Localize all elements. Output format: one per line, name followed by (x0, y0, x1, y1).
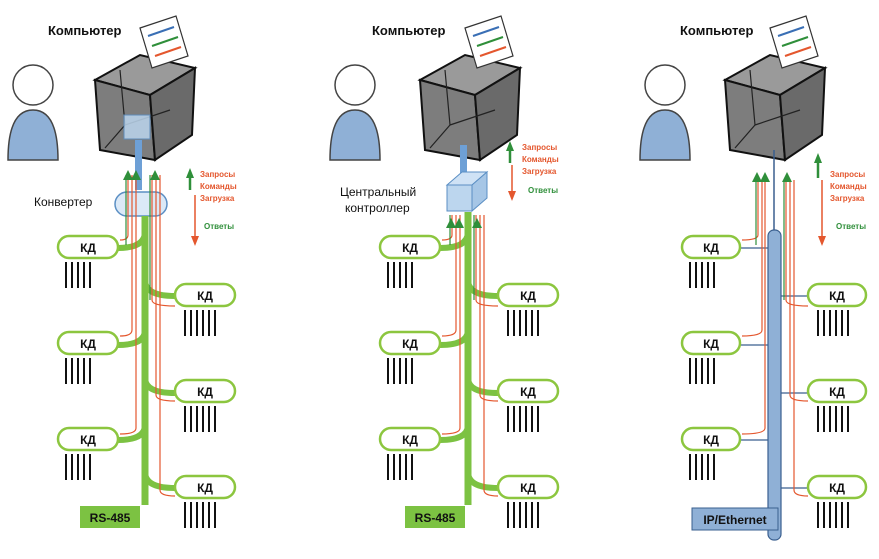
legend-upload: Загрузка (200, 194, 235, 203)
bus-label-box (405, 506, 465, 528)
signal-lines (441, 215, 499, 497)
converter-device (114, 191, 168, 217)
kd-label: КД (703, 241, 719, 255)
signal-lines (741, 180, 809, 497)
user-icon (329, 64, 381, 161)
legend-requests: Запросы (830, 170, 865, 179)
kd-controller: КД (56, 426, 120, 480)
document-icon (769, 15, 819, 69)
legend-requests: Запросы (522, 143, 557, 152)
legend-upload: Загрузка (830, 194, 865, 203)
central-controller-label-line2: контроллер (345, 201, 410, 215)
kd-label: КД (80, 433, 96, 447)
kd-controller: КД (56, 330, 120, 384)
bus-label-box (691, 507, 779, 531)
kd-label: КД (520, 289, 536, 303)
kd-label: КД (402, 241, 418, 255)
kd-controller: КД (378, 426, 442, 480)
panel-central-controller: Компьютер Центральный контроллер (329, 15, 560, 528)
legend-responses: Ответы (204, 222, 234, 231)
kd-label: КД (829, 385, 845, 399)
response-arrowheads (123, 170, 160, 180)
kd-controller: КД (496, 282, 560, 336)
kd-label: КД (703, 337, 719, 351)
ethernet-backbone (767, 229, 782, 541)
bus-label: RS-485 (90, 511, 131, 525)
bus-label: RS-485 (415, 511, 456, 525)
panel-converter: Компьютер Конвертер (7, 15, 237, 528)
kd-controller: КД (680, 234, 742, 288)
kd-controller: КД (680, 426, 742, 480)
legend-commands: Команды (830, 182, 867, 191)
computer-cube-icon (92, 53, 198, 162)
computer-cube-icon (722, 53, 828, 162)
kd-controller: КД (496, 474, 560, 528)
user-icon (7, 64, 59, 161)
document-icon (139, 15, 189, 69)
kd-label: КД (197, 481, 213, 495)
kd-label: КД (829, 289, 845, 303)
kd-controller: КД (680, 330, 742, 384)
kd-label: КД (520, 385, 536, 399)
kd-controller: КД (378, 330, 442, 384)
uplink-cable (460, 145, 467, 175)
kd-controller: КД (806, 282, 868, 336)
bus-label: IP/Ethernet (703, 513, 766, 527)
legend-arrows (186, 168, 199, 246)
kd-label: КД (197, 289, 213, 303)
user-icon (639, 64, 691, 161)
computer-cube-icon (417, 53, 523, 162)
converter-label: Конвертер (34, 195, 93, 209)
kd-controller: КД (806, 474, 868, 528)
kd-controller: КД (56, 234, 120, 288)
legend-responses: Ответы (836, 222, 866, 231)
kd-label: КД (829, 481, 845, 495)
kd-controller: КД (806, 378, 868, 432)
kd-label: КД (80, 241, 96, 255)
legend-commands: Команды (522, 155, 559, 164)
legend-commands: Команды (200, 182, 237, 191)
bus-label-box (80, 506, 140, 528)
central-controller-label-line1: Центральный (340, 185, 416, 199)
kd-label: КД (402, 433, 418, 447)
computer-label: Компьютер (48, 23, 122, 38)
computer-label: Компьютер (680, 23, 754, 38)
central-controller-device (445, 170, 489, 213)
bus-branches (117, 231, 176, 491)
response-arrowheads (752, 172, 792, 182)
document-icon (464, 15, 514, 69)
kd-label: КД (80, 337, 96, 351)
kd-controller: КД (378, 234, 442, 288)
legend-requests: Запросы (200, 170, 235, 179)
kd-label: КД (520, 481, 536, 495)
kd-label: КД (197, 385, 213, 399)
legend-arrows (814, 153, 826, 246)
kd-label: КД (703, 433, 719, 447)
response-arrowheads (446, 218, 482, 228)
panel-ethernet: Компьютер (639, 15, 868, 541)
uplink-cable (135, 140, 142, 190)
legend-responses: Ответы (528, 186, 558, 195)
kd-controller: КД (173, 378, 237, 432)
kd-controller: КД (173, 282, 237, 336)
kd-label: КД (402, 337, 418, 351)
computer-label: Компьютер (372, 23, 446, 38)
legend-upload: Загрузка (522, 167, 557, 176)
kd-controller: КД (173, 474, 237, 528)
legend-arrows (506, 141, 516, 201)
signal-lines (119, 175, 176, 497)
kd-controller: КД (496, 378, 560, 432)
